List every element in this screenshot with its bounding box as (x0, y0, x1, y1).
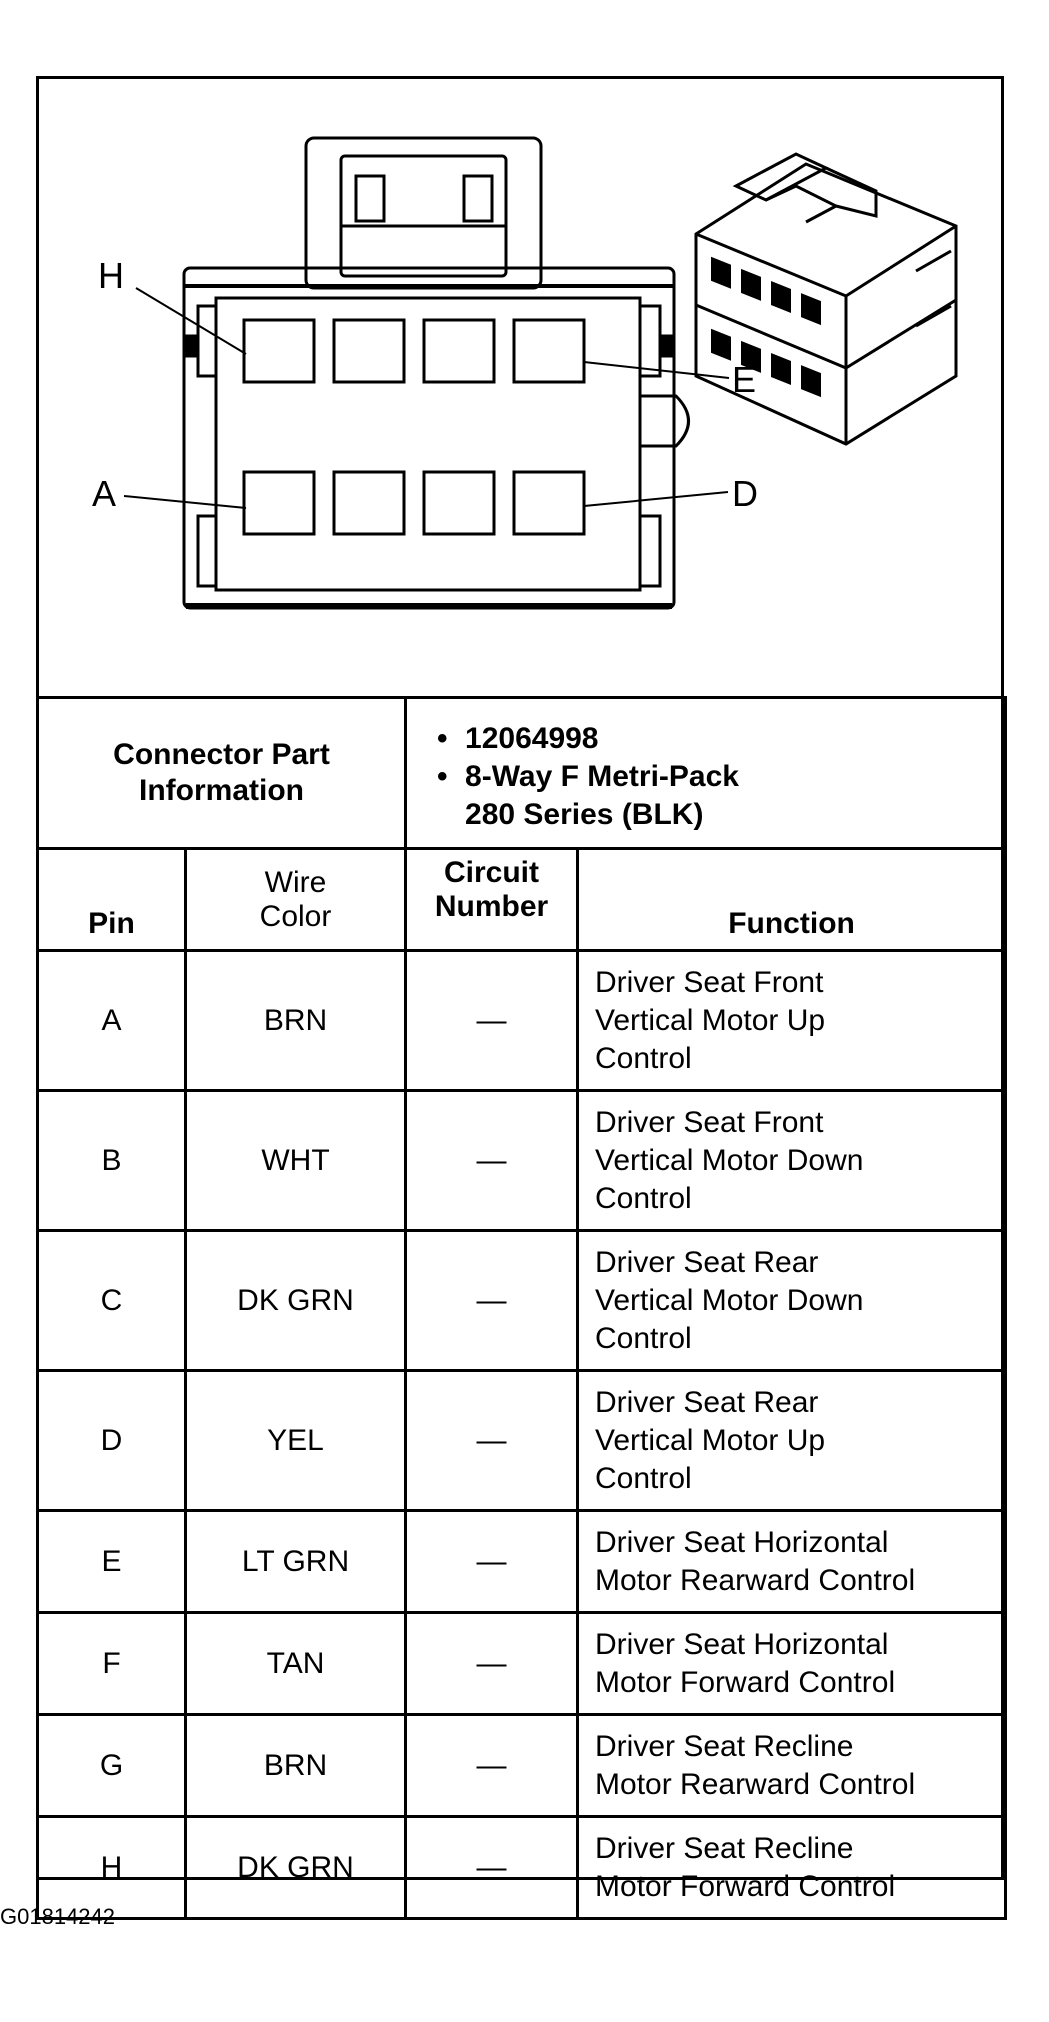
cavity-f (422, 318, 496, 384)
function-line: Driver Seat Horizontal (595, 1627, 889, 1661)
part-number: 12064998 (437, 720, 1004, 758)
cavity-e (512, 318, 586, 384)
circuit-number-cell: — (404, 1089, 580, 1232)
function-line: Driver Seat Rear (595, 1245, 819, 1279)
pin-label-d: D (732, 473, 758, 514)
wire-color-cell: BRN (183, 949, 408, 1092)
wire-color-cell: TAN (183, 1611, 408, 1716)
column-header-row: Pin Wire Color Circuit Number Function (36, 847, 1008, 952)
header-function: Function (576, 847, 1008, 952)
pin-cell: B (36, 1089, 187, 1232)
header-pin-text: Pin (88, 907, 135, 940)
pin-cell: A (36, 949, 187, 1092)
header-function-text: Function (728, 907, 855, 940)
connector-info-details: 12064998 8-Way F Metri-Pack 280 Series (… (404, 696, 1008, 850)
pin-cell: F (36, 1611, 187, 1716)
cavity-c (422, 470, 496, 536)
circuit-number-cell: — (404, 949, 580, 1092)
latch-inner (339, 154, 508, 278)
circuit-number-cell: — (404, 1509, 580, 1614)
function-line: Control (595, 1321, 692, 1355)
pin-cell: G (36, 1713, 187, 1818)
connector-info-label-line2: Information (139, 774, 304, 807)
connector-diagram: H E A D (36, 76, 1004, 696)
cavity-g (332, 318, 406, 384)
connector-description: 8-Way F Metri-Pack 280 Series (BLK) (437, 758, 1004, 834)
function-line: Vertical Motor Down (595, 1283, 864, 1317)
wire-color-cell: YEL (183, 1369, 408, 1512)
header-wire-line2: Color (259, 899, 332, 933)
wire-color-cell: DK GRN (183, 1229, 408, 1372)
pin-cell: D (36, 1369, 187, 1512)
function-line: Driver Seat Front (595, 1105, 824, 1139)
header-circuit-line1: Circuit (444, 856, 540, 889)
function-line: Control (595, 1041, 692, 1075)
wire-color-cell: LT GRN (183, 1509, 408, 1614)
wire-color-cell: BRN (183, 1713, 408, 1818)
pin-cell: C (36, 1229, 187, 1372)
function-line: Driver Seat Front (595, 965, 824, 999)
function-line: Control (595, 1461, 692, 1495)
cavity-d (512, 470, 586, 536)
function-line: Motor Rearward Control (595, 1767, 916, 1801)
wire-color-cell: WHT (183, 1089, 408, 1232)
header-circuit-number: Circuit Number (404, 847, 580, 952)
connector-face-view: H E A D (92, 136, 958, 610)
circuit-number-cell: — (404, 1713, 580, 1818)
function-line: Motor Forward Control (595, 1869, 896, 1903)
function-line: Vertical Motor Down (595, 1143, 864, 1177)
function-line: Control (595, 1181, 692, 1215)
connector-isometric-illustration (694, 152, 958, 446)
wire-color-cell: DK GRN (183, 1815, 408, 1920)
cavity-a (242, 470, 316, 536)
pin-label-a: A (92, 473, 116, 514)
header-pin: Pin (36, 847, 187, 952)
cavity-h (242, 318, 316, 384)
circuit-number-cell: — (404, 1611, 580, 1716)
description-line2: 280 Series (BLK) (465, 798, 704, 831)
function-line: Driver Seat Horizontal (595, 1525, 889, 1559)
cavity-b (332, 470, 406, 536)
circuit-number-cell: — (404, 1229, 580, 1372)
function-line: Driver Seat Rear (595, 1385, 819, 1419)
connector-pin-table: Connector Part Information 12064998 8-Wa… (35, 696, 1008, 1920)
function-line: Driver Seat Recline (595, 1831, 854, 1865)
function-line: Vertical Motor Up (595, 1003, 826, 1037)
header-wire-line1: Wire (264, 865, 327, 899)
function-line: Vertical Motor Up (595, 1423, 826, 1457)
connector-info-label: Connector Part Information (35, 696, 408, 850)
connector-info-label-line1: Connector Part (113, 738, 330, 771)
reference-code: G01814242 (0, 1904, 115, 1929)
connector-info-row: Connector Part Information 12064998 8-Wa… (35, 696, 1008, 850)
header-wire-color: Wire Color (183, 847, 408, 952)
function-line: Motor Forward Control (595, 1665, 896, 1699)
header-circuit-line2: Number (434, 890, 549, 923)
circuit-number-cell: — (404, 1369, 580, 1512)
pin-cell: H (36, 1815, 187, 1920)
circuit-number-cell: — (404, 1815, 580, 1920)
function-line: Driver Seat Recline (595, 1729, 854, 1763)
pin-label-h: H (98, 255, 124, 296)
function-line: Motor Rearward Control (595, 1563, 916, 1597)
pin-cell: E (36, 1509, 187, 1614)
description-line1: 8-Way F Metri-Pack (465, 760, 739, 793)
